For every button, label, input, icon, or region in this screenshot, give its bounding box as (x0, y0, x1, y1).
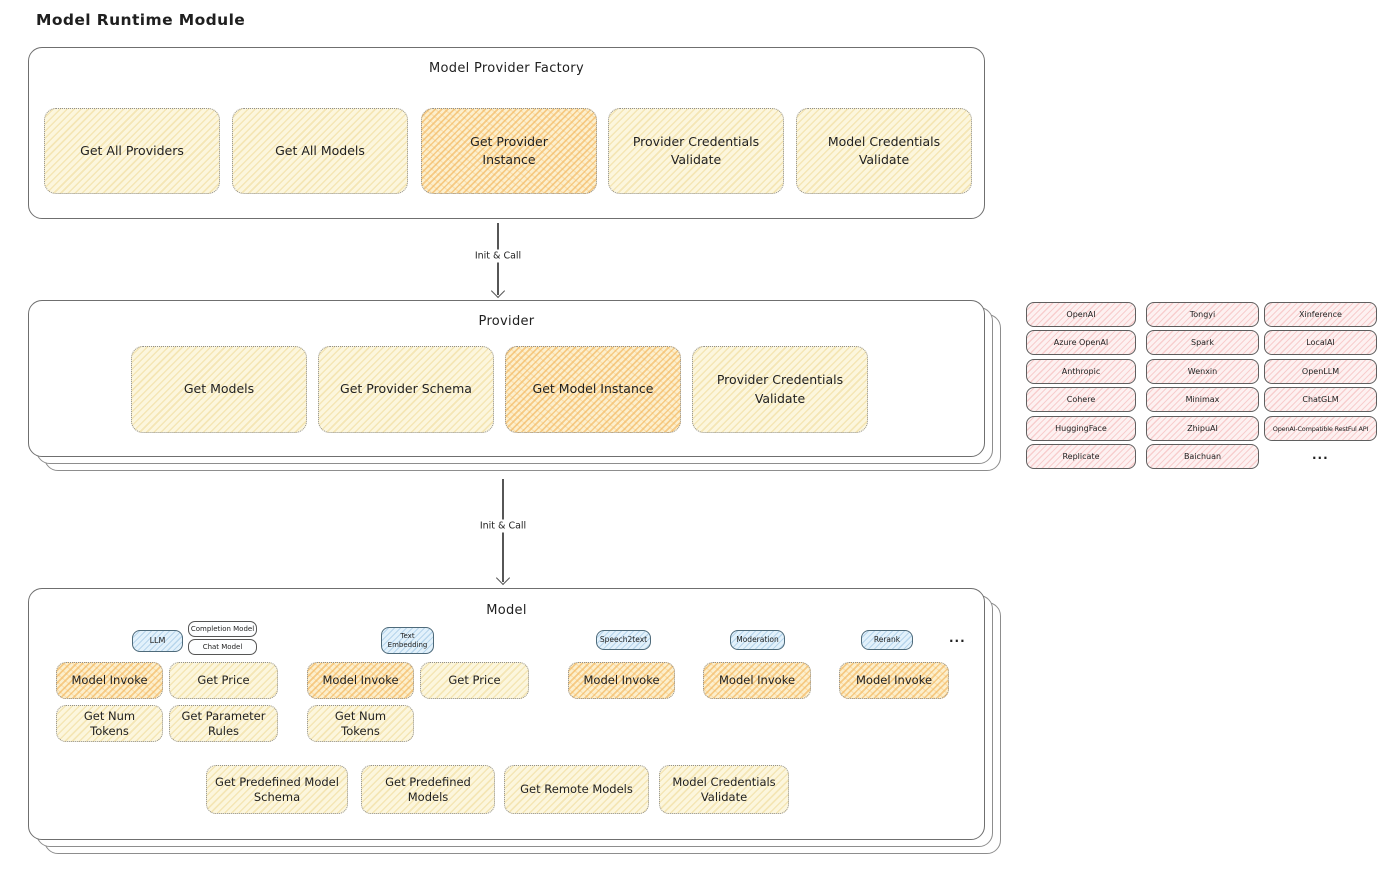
model-panel: Model LLM Completion Model Chat Model Te… (28, 588, 985, 840)
node-model-credentials-validate: Model Credentials Validate (796, 108, 972, 194)
op-model-invoke-text-embedding: Model Invoke (307, 662, 414, 699)
op-get-num-tokens-llm: Get Num Tokens (56, 705, 163, 742)
provider-baichuan: Baichuan (1146, 444, 1259, 469)
provider-anthropic: Anthropic (1026, 359, 1136, 384)
node-get-provider-instance: Get Provider Instance (421, 108, 597, 194)
op-get-num-tokens-text-embedding: Get Num Tokens (307, 705, 414, 742)
arrow-head-icon (490, 283, 506, 299)
node-provider-credentials-validate: Provider Credentials Validate (608, 108, 784, 194)
provider-openai: OpenAI (1026, 302, 1136, 327)
op-get-predefined-models: Get Predefined Models (361, 765, 495, 814)
op-get-predefined-model-schema: Get Predefined Model Schema (206, 765, 348, 814)
model-panel-title: Model (486, 603, 527, 618)
model-type-text-embedding: Text Embedding (381, 627, 434, 654)
factory-panel: Model Provider Factory Get All Providers… (28, 47, 985, 219)
op-get-price-llm: Get Price (169, 662, 278, 699)
op-model-invoke-moderation: Model Invoke (703, 662, 811, 699)
provider-openllm: OpenLLM (1264, 359, 1377, 384)
provider-openai-compatible-restful-api: OpenAI-Compatible RestFul API (1264, 416, 1377, 441)
model-type-rerank: Rerank (861, 630, 913, 650)
node-get-models: Get Models (131, 346, 307, 433)
op-get-price-text-embedding: Get Price (420, 662, 529, 699)
node-get-all-providers: Get All Providers (44, 108, 220, 194)
provider-tongyi: Tongyi (1146, 302, 1259, 327)
op-model-invoke-llm: Model Invoke (56, 662, 163, 699)
op-get-remote-models: Get Remote Models (504, 765, 649, 814)
provider-list-grid: OpenAI Azure OpenAI Anthropic Cohere Hug… (1026, 302, 1378, 470)
arrow-label: Init & Call (473, 519, 533, 533)
op-model-credentials-validate: Model Credentials Validate (659, 765, 789, 814)
arrow-head-icon (495, 570, 511, 586)
provider-xinference: Xinference (1264, 302, 1377, 327)
factory-panel-title: Model Provider Factory (429, 61, 584, 76)
op-model-invoke-speech2text: Model Invoke (568, 662, 675, 699)
provider-wenxin: Wenxin (1146, 359, 1259, 384)
model-type-speech2text: Speech2text (596, 630, 651, 650)
model-type-moderation: Moderation (730, 630, 785, 650)
provider-panel-title: Provider (478, 314, 535, 329)
provider-cohere: Cohere (1026, 387, 1136, 412)
node-get-provider-schema: Get Provider Schema (318, 346, 494, 433)
node-provider-credentials-validate-2: Provider Credentials Validate (692, 346, 868, 433)
model-types-more-ellipsis: ... (949, 631, 966, 645)
provider-zhipuai: ZhipuAI (1146, 416, 1259, 441)
arrow-label: Init & Call (468, 249, 528, 263)
provider-replicate: Replicate (1026, 444, 1136, 469)
provider-spark: Spark (1146, 330, 1259, 355)
op-model-invoke-rerank: Model Invoke (839, 662, 949, 699)
model-type-llm: LLM (132, 630, 183, 652)
provider-localai: LocalAI (1264, 330, 1377, 355)
page-title: Model Runtime Module (36, 11, 246, 29)
op-get-parameter-rules: Get Parameter Rules (169, 705, 278, 742)
provider-chatglm: ChatGLM (1264, 387, 1377, 412)
model-type-completion-model: Completion Model (188, 621, 257, 637)
provider-huggingface: HuggingFace (1026, 416, 1136, 441)
provider-minimax: Minimax (1146, 387, 1259, 412)
provider-panel: Provider Get Models Get Provider Schema … (28, 300, 985, 457)
provider-list-more-ellipsis: ... (1312, 448, 1329, 462)
model-type-chat-model: Chat Model (188, 639, 257, 655)
provider-azure-openai: Azure OpenAI (1026, 330, 1136, 355)
node-get-all-models: Get All Models (232, 108, 408, 194)
node-get-model-instance: Get Model Instance (505, 346, 681, 433)
